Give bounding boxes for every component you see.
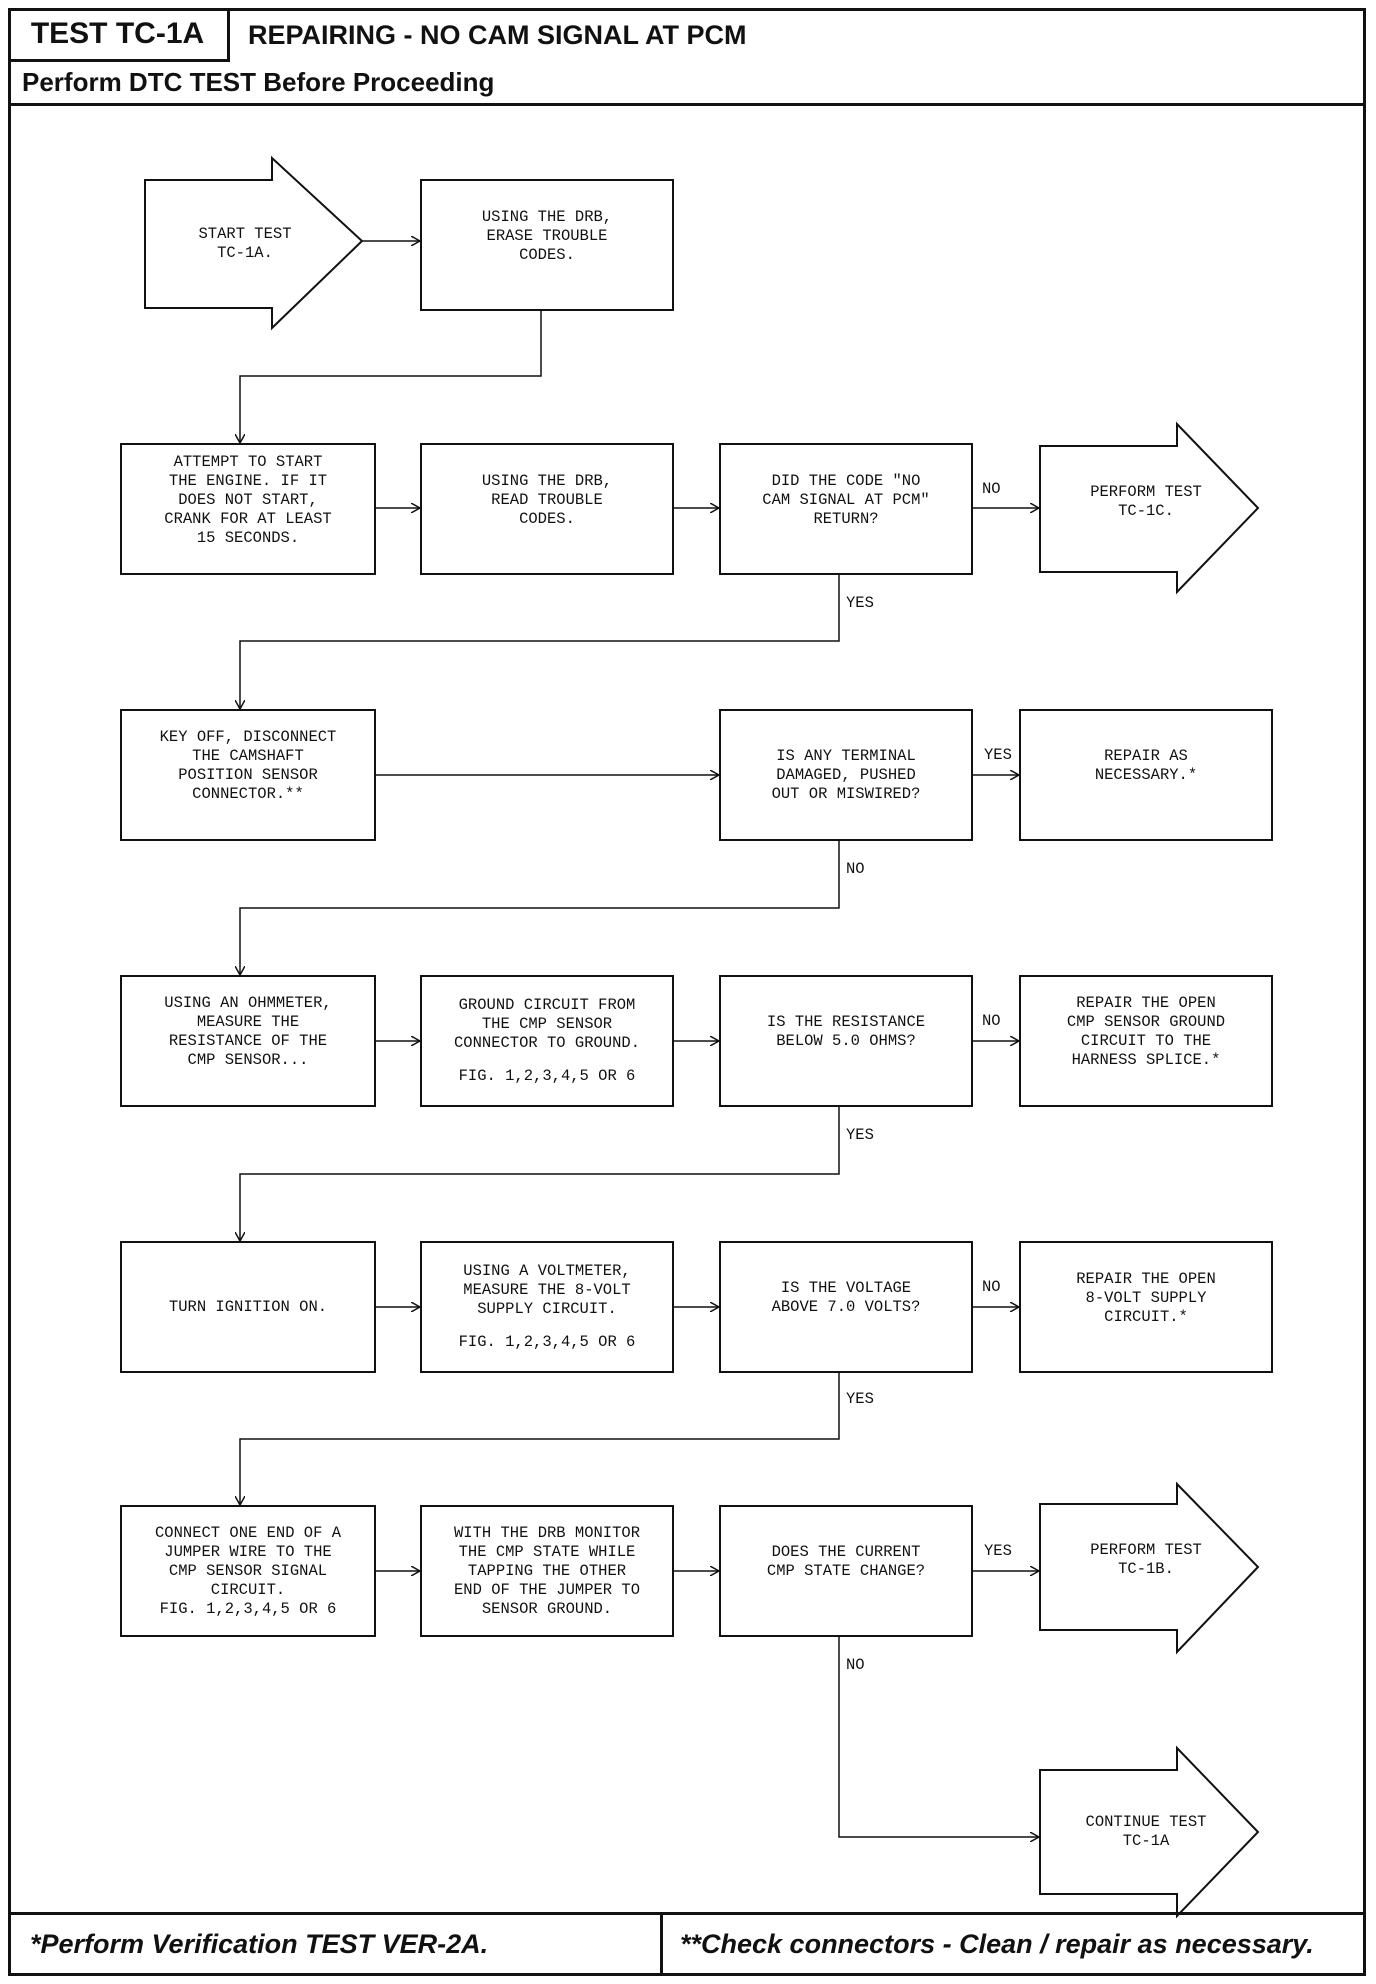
question-terminal-damaged-box: IS ANY TERMINAL DAMAGED, PUSHED OUT OR M… <box>771 746 921 803</box>
connector-qcode-yes <box>240 574 840 709</box>
drb-monitor-box: WITH THE DRB MONITOR THE CMP STATE WHILE… <box>453 1523 641 1618</box>
question-resistance-box: IS THE RESISTANCE BELOW 5.0 OHMS? <box>766 1013 926 1050</box>
ohmmeter-measure-box: USING AN OHMMETER, MEASURE THE RESISTANC… <box>164 994 332 1069</box>
attempt-start-box: ATTEMPT TO START THE ENGINE. IF IT DOES … <box>164 452 332 547</box>
ground-circuit-text: GROUND CIRCUIT FROM THE CMP SENSOR CONNE… <box>453 996 641 1052</box>
perform-1c-arrow-shape <box>1039 421 1260 595</box>
repair-ground-circuit-box: REPAIR THE OPEN CMP SENSOR GROUND CIRCUI… <box>1066 994 1226 1069</box>
start-arrow-shape <box>144 155 364 331</box>
ohmmeter-box-shape <box>120 975 376 1107</box>
connector-erase-attempt <box>240 310 542 443</box>
page-subtitle: Perform DTC TEST Before Proceeding <box>8 62 1366 106</box>
repair-8v-box-shape <box>1019 1241 1273 1373</box>
repair-necessary-box-shape <box>1019 709 1273 841</box>
connect-jumper-box: CONNECT ONE END OF A JUMPER WIRE TO THE … <box>154 1523 342 1618</box>
q-resistance-box-shape <box>719 975 973 1107</box>
footer-note-verification: *Perform Verification TEST VER-2A. <box>30 1929 489 1959</box>
erase-codes-box: USING THE DRB, ERASE TROUBLE CODES. <box>481 207 613 264</box>
key-off-disconnect-box: KEY OFF, DISCONNECT THE CAMSHAFT POSITIO… <box>159 728 337 803</box>
connector-qstate-no <box>838 1636 1039 1837</box>
branch-label-yes: YES <box>846 1390 874 1408</box>
continue-test-1a-arrow: CONTINUE TEST TC-1A <box>1085 1813 1207 1850</box>
question-cmp-state-box: DOES THE CURRENT CMP STATE CHANGE? <box>766 1543 926 1580</box>
voltmeter-box-shape <box>420 1241 674 1373</box>
continue-1a-arrow-shape <box>1039 1745 1260 1919</box>
branch-label-no: NO <box>982 480 1001 498</box>
ignition-box-shape <box>120 1241 376 1373</box>
erase-box-shape <box>420 179 674 311</box>
perform-test-1b-arrow: PERFORM TEST TC-1B. <box>1090 1541 1202 1578</box>
footer-divider <box>660 1915 663 1976</box>
repair-8-volt-box: REPAIR THE OPEN 8-VOLT SUPPLY CIRCUIT.* <box>1076 1269 1216 1326</box>
test-id: TEST TC-1A <box>8 8 230 62</box>
repair-ground-box-shape <box>1019 975 1273 1107</box>
branch-label-yes: YES <box>984 1542 1012 1560</box>
perform-test-1c-arrow: PERFORM TEST TC-1C. <box>1090 483 1202 520</box>
repair-as-necessary-box: REPAIR AS NECESSARY.* <box>1094 747 1198 784</box>
connector-qres-yes <box>240 1106 840 1241</box>
question-voltage-box: IS THE VOLTAGE ABOVE 7.0 VOLTS? <box>771 1279 921 1316</box>
read-codes-box: USING THE DRB, READ TROUBLE CODES. <box>481 471 613 528</box>
branch-label-yes: YES <box>846 594 874 612</box>
attempt-box-shape <box>120 443 376 575</box>
q-terminal-box-shape <box>719 709 973 841</box>
voltmeter-text: USING A VOLTMETER, MEASURE THE 8-VOLT SU… <box>463 1262 631 1318</box>
voltmeter-measure-box: USING A VOLTMETER, MEASURE THE 8-VOLT SU… <box>421 1242 673 1372</box>
page-title: REPAIRING - NO CAM SIGNAL AT PCM <box>248 20 747 50</box>
turn-ignition-on-box: TURN IGNITION ON. <box>168 1297 328 1316</box>
connector-qterminal-no <box>240 840 840 975</box>
footer-note-connectors: **Check connectors - Clean / repair as n… <box>680 1929 1314 1959</box>
q-state-box-shape <box>719 1505 973 1637</box>
perform-1b-arrow-shape <box>1039 1481 1260 1655</box>
branch-label-yes: YES <box>984 746 1012 764</box>
jumper-box-shape <box>120 1505 376 1637</box>
connector-qvolt-yes <box>240 1372 840 1505</box>
ground-circuit-fig: FIG. 1,2,3,4,5 OR 6 <box>458 1067 636 1085</box>
branch-label-no: NO <box>982 1012 1001 1030</box>
ground-circuit-box: GROUND CIRCUIT FROM THE CMP SENSOR CONNE… <box>421 976 673 1106</box>
branch-label-no: NO <box>982 1278 1001 1296</box>
key-off-box-shape <box>120 709 376 841</box>
start-test-arrow: START TEST TC-1A. <box>198 225 292 262</box>
q-code-box-shape <box>719 443 973 575</box>
branch-label-no: NO <box>846 1656 865 1674</box>
page-frame <box>8 8 1366 1976</box>
footer: *Perform Verification TEST VER-2A. **Che… <box>8 1912 1366 1976</box>
branch-label-no: NO <box>846 860 865 878</box>
read-box-shape <box>420 443 674 575</box>
question-code-return-box: DID THE CODE "NO CAM SIGNAL AT PCM" RETU… <box>762 471 930 528</box>
q-voltage-box-shape <box>719 1241 973 1373</box>
branch-label-yes: YES <box>846 1126 874 1144</box>
voltmeter-fig: FIG. 1,2,3,4,5 OR 6 <box>458 1333 636 1351</box>
